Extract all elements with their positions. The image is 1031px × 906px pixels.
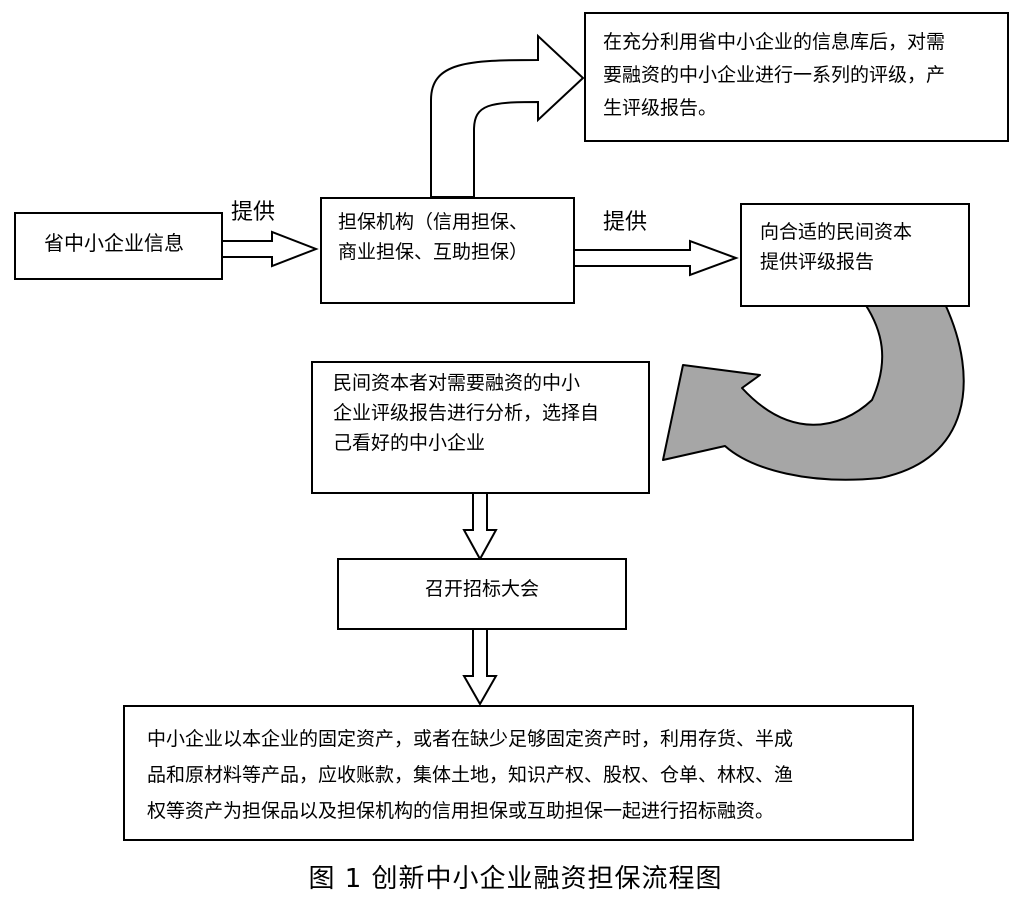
edge-label-provide-2: 提供 xyxy=(603,210,648,235)
node-private-capital-line-3: 己看好的中小企业 xyxy=(333,432,486,454)
node-rating-note-line-2: 要融资的中小企业进行一系列的评级，产 xyxy=(603,64,946,86)
node-collateral: 中小企业以本企业的固定资产，或者在缺少足够固定资产时，利用存货、半成 品和原材料… xyxy=(123,705,914,841)
arrow-agency-to-report xyxy=(574,239,739,277)
node-guarantee-agency: 担保机构（信用担保、 商业担保、互助担保） xyxy=(320,197,575,304)
arrow-info-to-agency xyxy=(222,230,319,268)
node-private-capital: 民间资本者对需要融资的中小 企业评级报告进行分析，选择自 己看好的中小企业 xyxy=(311,361,650,494)
node-rating-note-line-1: 在充分利用省中小企业的信息库后，对需 xyxy=(603,31,946,53)
curved-arrow-report-to-capital xyxy=(662,303,965,481)
node-bidding: 召开招标大会 xyxy=(337,558,627,630)
node-private-capital-line-1: 民间资本者对需要融资的中小 xyxy=(333,372,581,394)
node-rating-note: 在充分利用省中小企业的信息库后，对需 要融资的中小企业进行一系列的评级，产 生评… xyxy=(584,12,1009,142)
arrow-bidding-to-collateral xyxy=(462,629,498,707)
node-provincial-info-text: 省中小企业信息 xyxy=(44,231,184,255)
figure-caption: 图 1 创新中小企业融资担保流程图 xyxy=(308,864,723,894)
arrow-capital-to-bidding xyxy=(462,493,498,562)
node-guarantee-agency-line-1: 担保机构（信用担保、 xyxy=(338,211,529,233)
node-private-capital-line-2: 企业评级报告进行分析，选择自 xyxy=(333,402,600,424)
node-collateral-line-1: 中小企业以本企业的固定资产，或者在缺少足够固定资产时，利用存货、半成 xyxy=(147,728,794,750)
edge-label-provide-1: 提供 xyxy=(231,200,276,225)
node-provide-report: 向合适的民间资本 提供评级报告 xyxy=(740,203,970,307)
node-provide-report-line-2: 提供评级报告 xyxy=(760,251,875,273)
node-provide-report-line-1: 向合适的民间资本 xyxy=(760,221,913,243)
curved-arrow-agency-to-note xyxy=(430,33,585,198)
node-provincial-info: 省中小企业信息 xyxy=(14,212,223,280)
node-guarantee-agency-line-2: 商业担保、互助担保） xyxy=(338,241,529,263)
node-collateral-line-2: 品和原材料等产品，应收账款，集体土地，知识产权、股权、仓单、林权、渔 xyxy=(147,764,794,786)
node-rating-note-line-3: 生评级报告。 xyxy=(603,97,718,119)
node-collateral-line-3: 权等资产为担保品以及担保机构的信用担保或互助担保一起进行招标融资。 xyxy=(147,800,775,822)
node-bidding-text: 召开招标大会 xyxy=(425,578,540,600)
